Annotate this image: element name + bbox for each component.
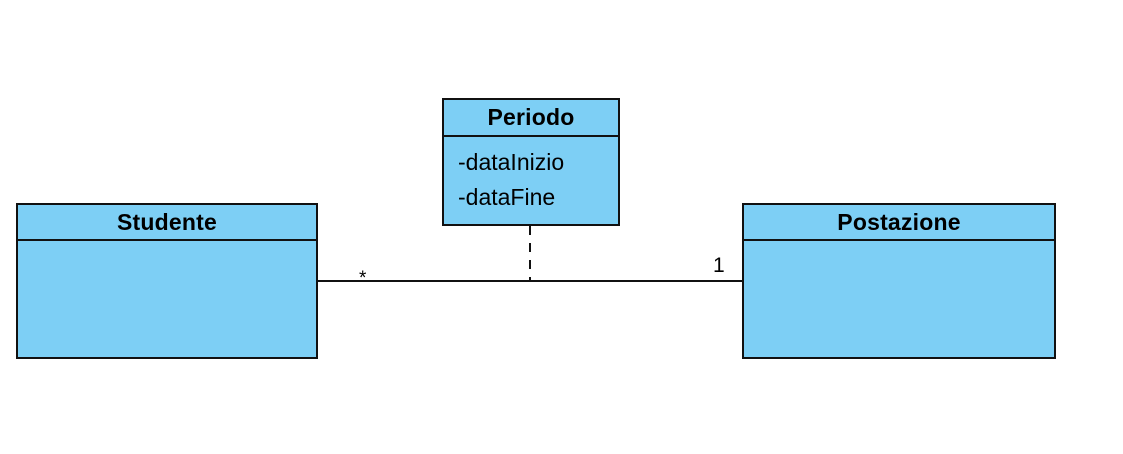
multiplicity-studente: * [359,268,367,289]
class-name-studente: Studente [18,205,316,241]
class-postazione[interactable]: Postazione [742,203,1056,359]
class-periodo[interactable]: Periodo -dataInizio -dataFine [442,98,620,226]
multiplicity-postazione: 1 [713,254,725,277]
attribute-data-fine: -dataFine [458,184,556,210]
class-name-postazione: Postazione [744,205,1054,241]
class-name-periodo: Periodo [444,100,618,137]
attributes-studente [18,241,316,249]
attribute-data-inizio: -dataInizio [458,149,565,175]
class-studente[interactable]: Studente [16,203,318,359]
attributes-periodo: -dataInizio -dataFine [444,137,618,215]
attributes-postazione [744,241,1054,249]
